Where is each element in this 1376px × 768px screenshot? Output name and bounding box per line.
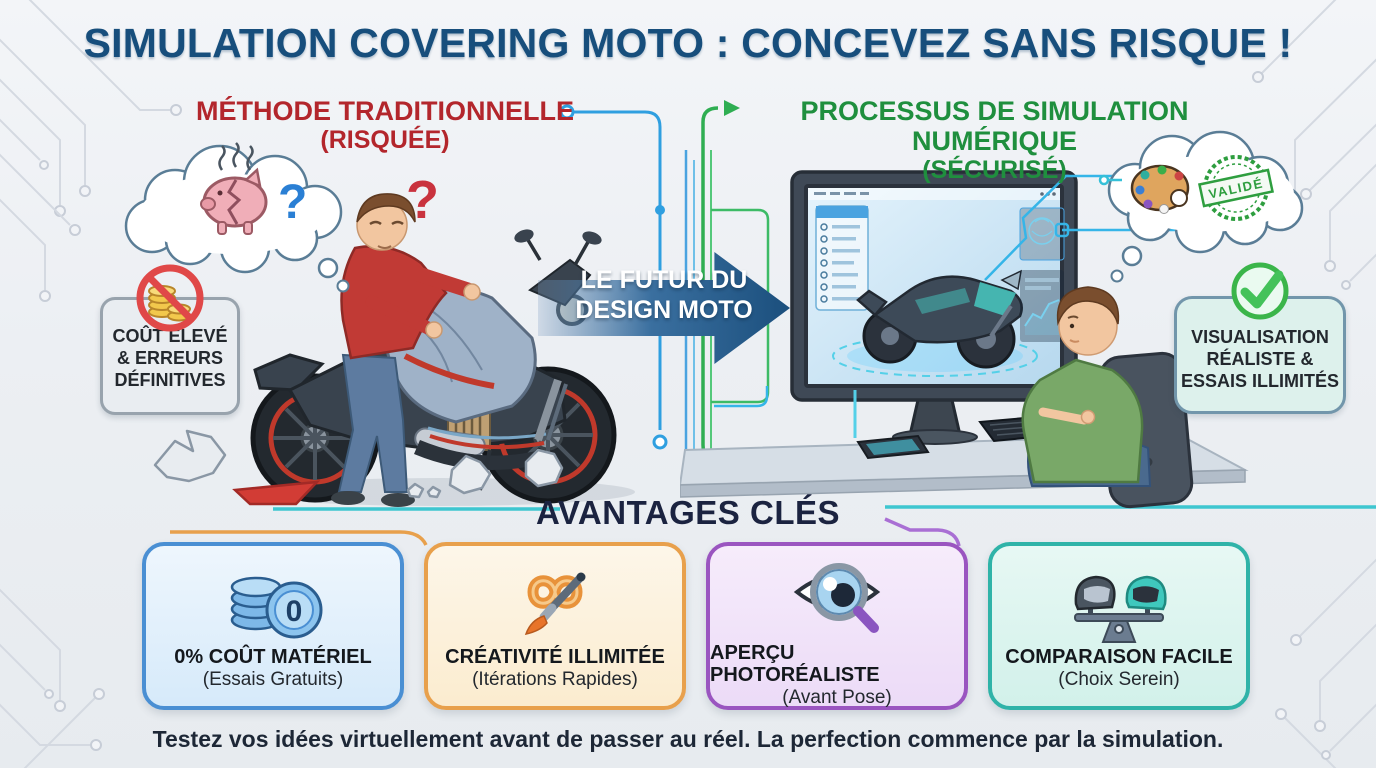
badge-line: DÉFINITIVES <box>114 369 226 390</box>
question-mark-red: ? <box>406 170 439 230</box>
palette-icon <box>1130 164 1190 214</box>
blue-connector-traditional <box>559 104 668 450</box>
design-tool-panel <box>815 205 869 311</box>
badge-line: ESSAIS ILLIMITÉS <box>1180 370 1340 391</box>
advantages-heading: AVANTAGES CLÉS <box>535 494 841 531</box>
card-icon-wrap: 0 <box>218 550 328 646</box>
page-title: SIMULATION COVERING MOTO : CONCEVEZ SANS… <box>83 20 1293 66</box>
card-icon-wrap <box>782 550 892 642</box>
helmets-scale-icon <box>1074 575 1167 643</box>
card-icon-wrap <box>1061 550 1177 646</box>
zero-coin-label: 0 <box>286 595 303 628</box>
validated-stamp: VALIDÉ <box>1197 155 1275 221</box>
designer-person <box>1021 286 1194 509</box>
no-money-icon <box>136 264 204 332</box>
advantage-card-cost: 0 0% COÛT MATÉRIEL (Essais Gratuits) <box>142 542 404 710</box>
card-subtitle: (Choix Serein) <box>1058 669 1180 690</box>
card-title: CRÉATIVITÉ ILLIMITÉE <box>445 646 665 668</box>
badge-line: & ERREURS <box>116 347 223 368</box>
question-mark-blue: ? <box>278 176 307 229</box>
check-circle-icon <box>1231 262 1289 320</box>
cyan-node <box>1098 174 1122 186</box>
arrow-line2: DESIGN MOTO <box>575 295 753 324</box>
traditional-method-heading: MÉTHODE TRADITIONNELLE (RISQUÉE) <box>150 96 620 154</box>
footer-tagline: Testez vos idées virtuellement avant de … <box>152 726 1224 752</box>
badge-line: VISUALISATION <box>1191 327 1329 347</box>
worry-thought-bubble: ? <box>124 142 350 293</box>
card-title: COMPARAISON FACILE <box>1005 646 1233 668</box>
digital-process-heading: PROCESSUS DE SIMULATION NUMÉRIQUE (SÉCUR… <box>742 96 1247 184</box>
paintbrush <box>524 572 586 636</box>
cost-risk-badge: COÛT ÉLEVÉ & ERREURS DÉFINITIVES <box>100 264 240 415</box>
frustrated-person <box>331 193 481 507</box>
realistic-visualisation-badge: VISUALISATION RÉALISTE & ESSAIS ILLIMITÉ… <box>1174 262 1346 414</box>
red-vinyl-scrap <box>232 480 321 506</box>
crumpled-paper <box>153 429 564 499</box>
infinity-brush-icon <box>524 572 586 636</box>
traditional-heading-line2: (RISQUÉE) <box>320 126 450 155</box>
traditional-heading-line1: MÉTHODE TRADITIONNELLE <box>196 96 574 126</box>
card-title: APERÇU PHOTORÉALISTE <box>710 642 880 686</box>
card-icon-wrap <box>500 550 610 646</box>
validated-thought-bubble: VALIDÉ <box>1107 130 1304 283</box>
badge-line: COÛT ÉLEVÉ <box>112 326 228 346</box>
card-subtitle: (Avant Pose) <box>782 687 892 708</box>
badge-line: RÉALISTE & <box>1206 348 1314 369</box>
digital-simulation-illustration: VALIDÉ <box>680 130 1304 509</box>
eye-magnifier-icon <box>793 563 881 633</box>
advantage-card-creativity: CRÉATIVITÉ ILLIMITÉE (Itérations Rapides… <box>424 542 686 710</box>
screen-3d-motorcycle <box>832 269 1038 377</box>
arrow-line1: LE FUTUR DU <box>580 266 748 294</box>
card-subtitle: (Itérations Rapides) <box>472 669 638 690</box>
broken-piggy-bank-icon <box>200 142 268 235</box>
screen-side-panels <box>1019 207 1065 342</box>
digital-heading-line2: (SÉCURISÉ) <box>922 156 1067 185</box>
card-title: 0% COÛT MATÉRIEL <box>174 646 372 668</box>
advantage-card-preview: APERÇU PHOTORÉALISTE (Avant Pose) <box>706 542 968 710</box>
advantage-card-comparison: COMPARAISON FACILE (Choix Serein) <box>988 542 1250 710</box>
digital-heading-line1: PROCESSUS DE SIMULATION NUMÉRIQUE <box>800 96 1189 157</box>
future-arrow-label: LE FUTUR DU DESIGN MOTO <box>566 266 762 325</box>
monitor <box>714 170 1202 445</box>
card-subtitle: (Essais Gratuits) <box>202 669 344 690</box>
coins-zero-icon: 0 <box>230 576 323 639</box>
